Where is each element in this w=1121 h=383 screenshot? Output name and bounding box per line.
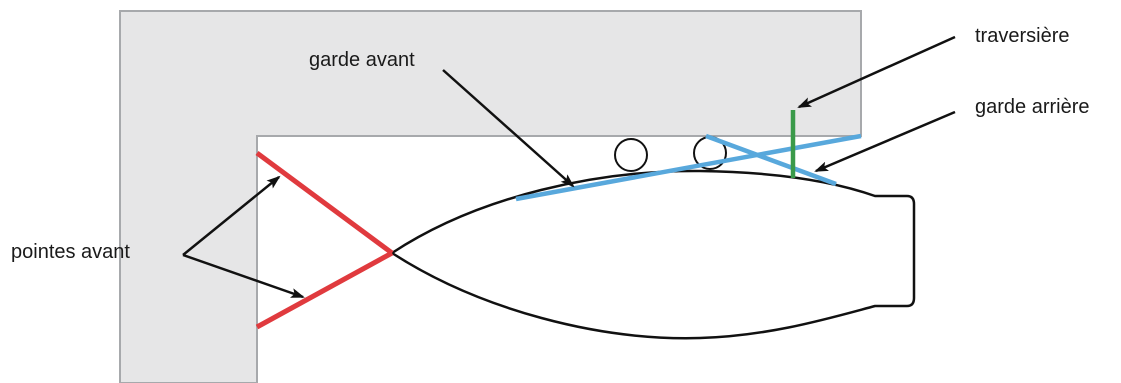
label-garde-arriere: garde arrière — [975, 96, 1090, 118]
label-garde-avant: garde avant — [309, 49, 415, 71]
pointes-avant-arrow-lower — [182, 253, 305, 299]
garde-arriere-arrow — [814, 110, 956, 173]
garde-arriere-line — [705, 133, 837, 187]
pointe-avant-line-lower — [255, 250, 394, 330]
label-pointes-avant: pointes avant — [11, 241, 130, 263]
traversiere-arrow — [797, 35, 956, 109]
label-traversiere: traversière — [975, 25, 1069, 47]
pointe-avant-line-upper — [255, 150, 394, 256]
pointes-avant-arrow-upper — [182, 175, 281, 256]
garde-avant-arrow — [442, 69, 575, 188]
boat-hull — [389, 169, 916, 340]
bollard-icon — [614, 138, 648, 172]
garde-avant-line — [515, 133, 862, 202]
